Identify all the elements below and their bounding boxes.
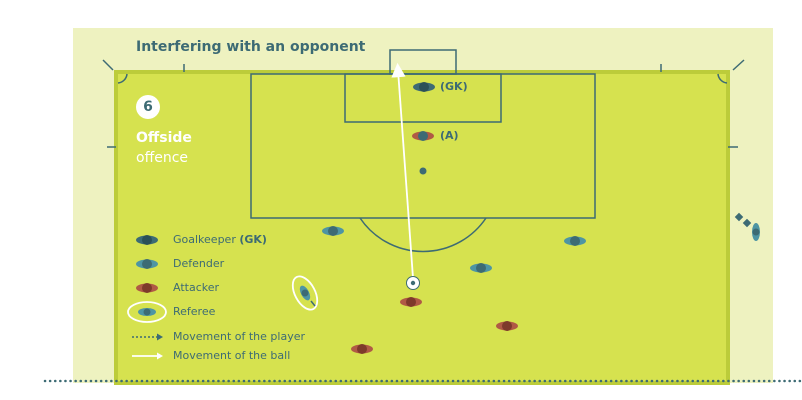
defender-player [564,236,586,246]
corner-mark-right [732,59,745,71]
goal-area [344,73,502,123]
goalkeeper-player [413,82,435,92]
corner-arc-left [117,73,128,84]
attacker-a-label: (A) [440,129,459,142]
legend-defender-label: Defender [173,257,225,270]
legend-referee-label: Referee [173,305,216,318]
legend-player-movement-label: Movement of the player [173,330,305,343]
legend-attacker-marker [136,283,158,293]
ball [406,276,420,290]
law-number-badge: 6 [136,95,160,119]
legend-defender-marker [136,259,158,269]
defender-player [322,226,344,236]
corner-mark-left [102,59,114,71]
penalty-arc [359,217,487,253]
attacker-player [496,321,518,331]
corner-arc-right [717,73,728,84]
attacker-player [351,344,373,354]
diagram-title: Interfering with an opponent [136,39,366,55]
ball-movement-arrow [391,62,414,279]
legend-goalkeeper-marker [136,235,158,245]
legend-player-movement-marker [132,333,163,341]
legend-referee-marker [127,301,167,323]
referee-player [291,275,319,311]
attacker-player [400,297,422,307]
penalty-spot [419,167,427,175]
legend-attacker-label: Attacker [173,281,220,294]
goalkeeper-label: (GK) [440,80,468,93]
caption-offside: Offside [136,130,192,146]
legend-ball-movement-label: Movement of the ball [173,349,291,362]
defender-player [470,263,492,273]
legend-goalkeeper-label: Goalkeeper (GK) [173,233,267,246]
attacker-player-a [412,131,434,141]
pitch-surface [114,70,730,385]
legend-ball-movement-marker [132,352,163,360]
caption-offence: offence [136,150,189,166]
